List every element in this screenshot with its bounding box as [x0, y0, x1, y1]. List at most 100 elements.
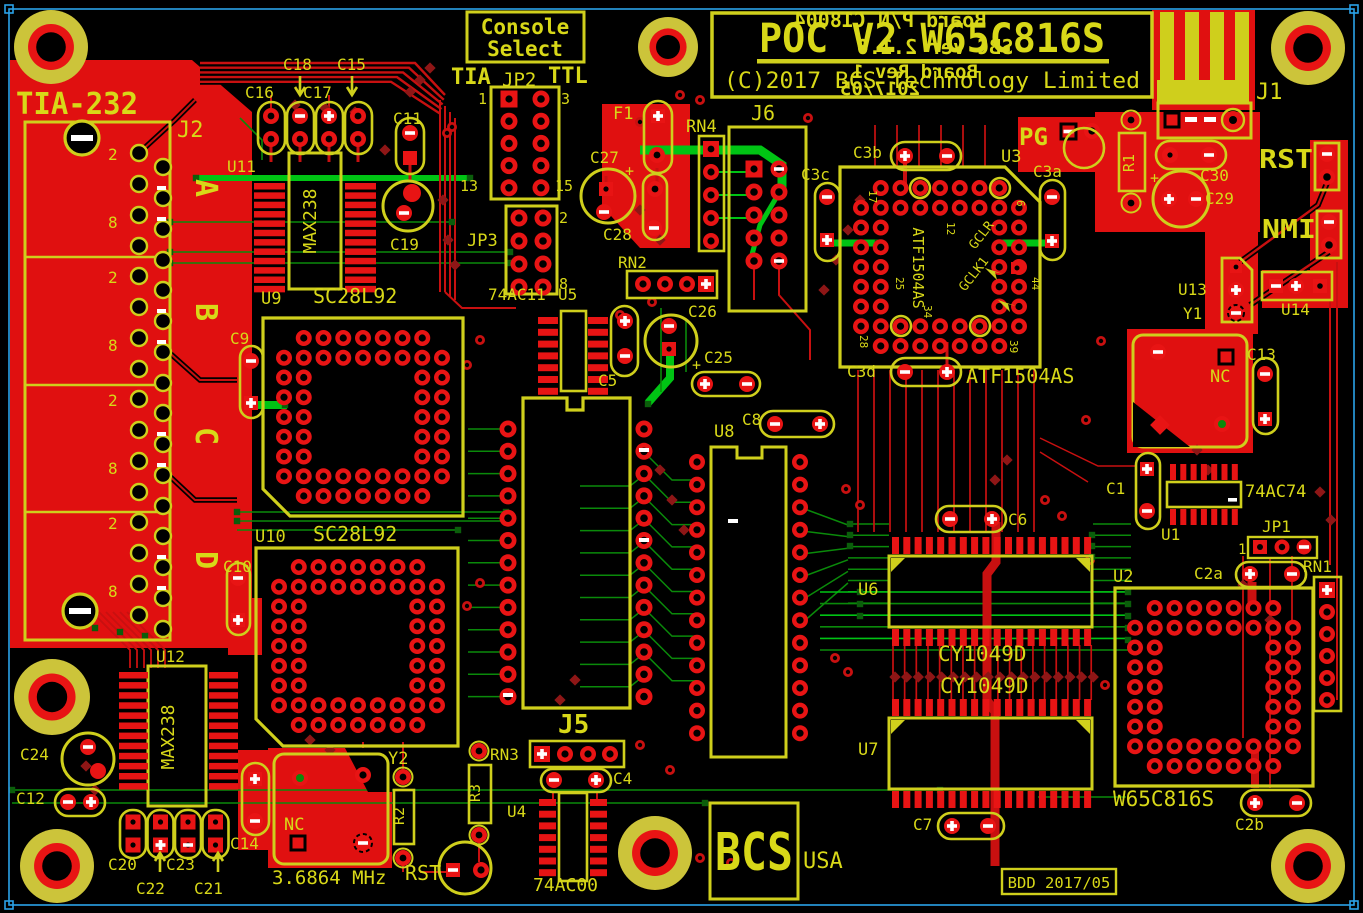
label-line1: Console: [481, 15, 570, 39]
u13-y1: [1220, 256, 1254, 324]
ic-u6-cy1049d: [887, 537, 1094, 646]
cap-c27: [579, 167, 637, 225]
ic-u9-sc28l92: [261, 316, 465, 518]
cap-c6: [934, 504, 1008, 534]
label-pin1: 1: [1238, 542, 1246, 558]
ic-u10-sc28l92: [254, 546, 460, 748]
label-u3: U3: [1001, 147, 1021, 167]
label-c30: C30: [1200, 166, 1229, 185]
label-c25: C25: [704, 348, 733, 367]
cap-c3c: [813, 181, 842, 263]
label-port_b: B: [188, 303, 223, 321]
cap-c17: [285, 100, 316, 156]
cap-c25: [690, 370, 762, 398]
header-j6: [727, 125, 808, 313]
label-usa: USA: [803, 849, 843, 874]
label-cy1049d: CY1049D: [940, 674, 1029, 698]
label-c23: C23: [166, 855, 195, 874]
header-jp1: [1246, 535, 1319, 560]
mounting-holes: [14, 10, 1345, 903]
page-frame: [4, 4, 1359, 910]
label-c13: C13: [1247, 345, 1276, 364]
label-max238: MAX238: [158, 704, 179, 769]
label-nc: NC: [1210, 367, 1230, 387]
label-pin13: 13: [460, 177, 478, 195]
label-pin39: 39: [1007, 340, 1020, 353]
rn4: [697, 134, 726, 253]
cap-c10: [225, 561, 252, 637]
ic-u1-74ac74: [1165, 464, 1243, 525]
cap-c2b: [1239, 788, 1313, 818]
label-u7: U7: [858, 740, 878, 760]
cap-c12: [53, 787, 107, 818]
label-pin6: 6: [1014, 200, 1027, 207]
label-c4: C4: [613, 769, 632, 788]
label-rn1: RN1: [1303, 557, 1332, 576]
rst-button: [437, 840, 493, 896]
label-pin8: 8: [108, 336, 118, 355]
label-port_c: C: [188, 427, 223, 445]
label-pin8: 8: [559, 275, 568, 293]
label-rn3: RN3: [490, 745, 519, 764]
label-atf1504as: ATF1504AS: [966, 364, 1074, 388]
label-c2b: C2b: [1235, 815, 1264, 834]
fuse-f1: [642, 99, 674, 175]
nmi-header: [1315, 209, 1343, 260]
label-rst: RST: [405, 861, 441, 885]
label-plus: +: [692, 356, 701, 374]
label-c9: C9: [230, 329, 249, 348]
label-u10: U10: [255, 527, 286, 547]
rst-header: [1313, 141, 1341, 192]
label-pin44: 44: [1029, 277, 1042, 291]
cap-c5: [609, 304, 640, 378]
label-u1: U1: [1161, 525, 1180, 544]
label-j1: J1: [1256, 80, 1283, 105]
label-ic74ac74: 74AC74: [1245, 482, 1306, 502]
label-c3c: C3c: [801, 165, 830, 184]
label-r3: R3: [466, 784, 484, 802]
label-pg: PG: [1019, 123, 1048, 151]
label-bcs: BCS: [715, 823, 793, 883]
label-pin12: 12: [944, 222, 957, 235]
label-ic74ac11: 74AC11: [488, 285, 546, 304]
label-c1: C1: [1106, 479, 1125, 498]
label-y1: Y1: [1183, 304, 1202, 323]
label-u6: U6: [858, 580, 878, 600]
label-pin2: 2: [108, 514, 118, 533]
ic-u2-w65c816s: [1113, 586, 1315, 788]
label-pin2: 2: [108, 391, 118, 410]
label-c6: C6: [1008, 510, 1027, 529]
label-c7: C7: [913, 815, 932, 834]
label-u14: U14: [1281, 300, 1310, 319]
label-sc28l92: SC28L92: [313, 522, 397, 546]
ic-u8: [689, 445, 808, 759]
label-pin8: 8: [108, 459, 118, 478]
label-pin8: 8: [108, 582, 118, 601]
label-c12: C12: [16, 789, 45, 808]
label-pin25: 25: [893, 277, 906, 290]
copper-pours: [10, 10, 1348, 868]
label-pin34: 34: [921, 305, 934, 319]
cap-c26: [643, 313, 699, 369]
label-r2: R2: [390, 807, 408, 825]
header-jp3: [504, 204, 559, 296]
label-left: TIA: [451, 65, 491, 90]
label-pin1: 1: [478, 90, 487, 108]
label-u5: U5: [558, 285, 577, 304]
label-w65c816s: W65C816S: [1113, 787, 1214, 811]
label-y2: Y2: [388, 749, 408, 769]
label-pin3: 3: [561, 90, 570, 108]
ic-u3-atf1504as: [838, 165, 1042, 369]
connector-j1: [1156, 12, 1253, 140]
cap-c2a: [1234, 560, 1308, 589]
rn2: [625, 269, 719, 300]
label-tia232: TIA-232: [16, 87, 138, 122]
cap-c29: [1151, 169, 1211, 229]
connector-j2: [23, 119, 173, 642]
crystal-osc: [272, 748, 392, 866]
label-c14: C14: [230, 834, 259, 853]
label-c18: C18: [283, 55, 312, 74]
label-port_d: D: [188, 551, 223, 569]
label-c26: C26: [688, 302, 717, 321]
